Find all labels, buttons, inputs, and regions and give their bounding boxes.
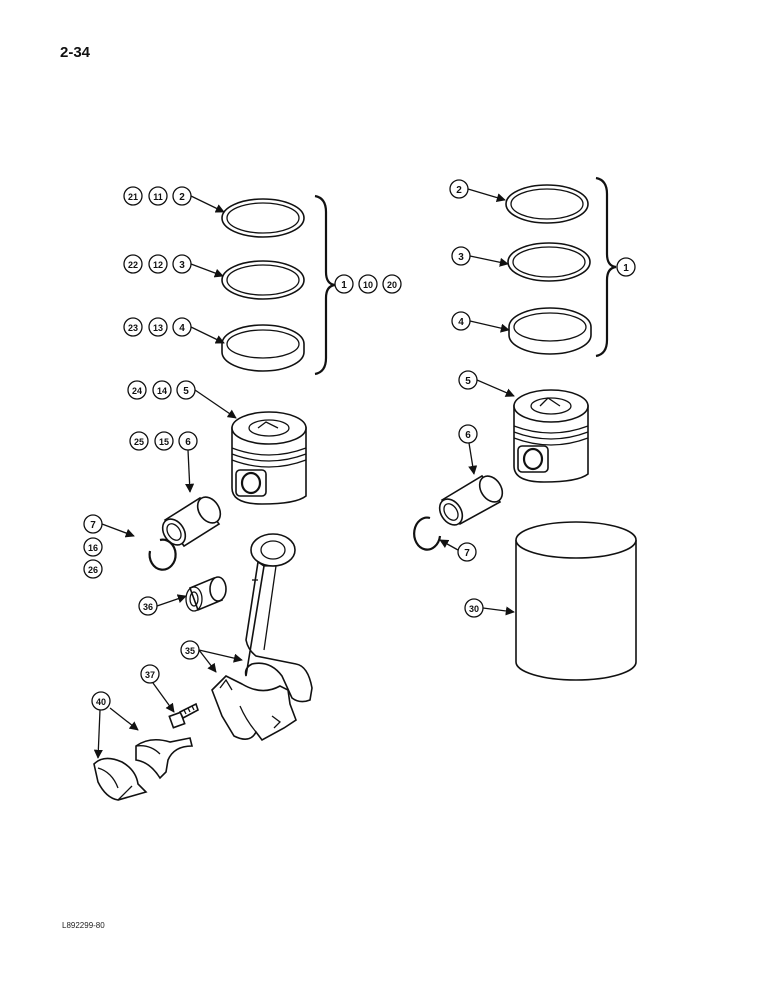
callout-number: 6 xyxy=(185,437,191,448)
callout-left-retainer: 7 16 26 xyxy=(83,514,103,579)
callout-number: 22 xyxy=(128,260,138,270)
callout-left-ring-set: 1 10 20 xyxy=(334,274,402,294)
callout-right-sleeve: 30 xyxy=(464,598,484,618)
callout-number: 12 xyxy=(153,260,163,270)
callout-number: 3 xyxy=(179,260,185,271)
callout-number: 10 xyxy=(363,280,373,290)
callout-number: 20 xyxy=(387,280,397,290)
callout-number: 14 xyxy=(157,386,167,396)
callout-number: 7 xyxy=(90,520,96,531)
callout-left-rod: 35 xyxy=(180,640,200,660)
callout-number: 36 xyxy=(143,602,153,612)
left-piston-pin-part xyxy=(161,496,222,548)
callout-number: 4 xyxy=(458,317,464,328)
left-ring-bottom-part xyxy=(221,324,305,372)
left-rod-bolt-part xyxy=(168,702,199,729)
callout-number: 13 xyxy=(153,323,163,333)
callout-number: 5 xyxy=(465,376,471,387)
callout-left-ring-mid: 22 12 3 xyxy=(123,254,192,274)
left-ring-middle-part xyxy=(221,260,305,300)
callout-number: 30 xyxy=(469,604,479,614)
callout-right-ring-set: 1 xyxy=(616,257,636,277)
callout-number: 1 xyxy=(341,280,347,291)
callout-left-bushing: 36 xyxy=(138,596,158,616)
left-piston-part xyxy=(231,411,307,505)
callout-number: 24 xyxy=(132,386,142,396)
left-retainer-part xyxy=(148,538,177,571)
callout-number: 2 xyxy=(456,185,462,196)
callout-number: 1 xyxy=(623,263,629,274)
callout-right-piston: 5 xyxy=(458,370,478,390)
left-connecting-rod-part xyxy=(244,533,313,703)
callout-right-retainer: 7 xyxy=(457,542,477,562)
callout-number: 35 xyxy=(185,646,195,656)
left-bushing-part xyxy=(185,576,227,612)
right-ring-bottom-part xyxy=(508,307,592,355)
left-ring-set-bracket xyxy=(314,194,336,376)
left-leader-lines xyxy=(93,195,243,759)
callout-number: 3 xyxy=(458,252,464,263)
callout-right-pin: 6 xyxy=(458,424,478,444)
right-cylinder-sleeve-part xyxy=(515,521,637,681)
callout-number: 40 xyxy=(96,697,106,707)
callout-left-pin: 25 15 6 xyxy=(129,431,198,451)
callout-left-bolt: 37 xyxy=(140,664,160,684)
right-leader-lines xyxy=(439,188,515,616)
callout-left-piston: 24 14 5 xyxy=(127,380,196,400)
page-number: 2-34 xyxy=(60,44,91,61)
callout-number: 15 xyxy=(159,437,169,447)
left-bearing-shell-lower-part xyxy=(93,757,148,801)
callout-right-ring-mid: 3 xyxy=(451,246,471,266)
left-bearing-shell-upper-part xyxy=(135,737,194,780)
callout-number: 23 xyxy=(128,323,138,333)
left-ring-top-part xyxy=(221,198,305,238)
callout-right-ring-bottom: 4 xyxy=(451,311,471,331)
right-retainer-part xyxy=(413,516,442,551)
callout-left-bearing: 40 xyxy=(91,691,111,711)
callout-number: 11 xyxy=(153,192,163,202)
callout-number: 7 xyxy=(464,548,470,559)
right-ring-top-part xyxy=(505,184,589,224)
callout-number: 4 xyxy=(179,323,185,334)
right-ring-set-bracket xyxy=(595,176,617,358)
callout-right-ring-top: 2 xyxy=(449,179,469,199)
callout-number: 16 xyxy=(88,543,98,553)
callout-number: 21 xyxy=(128,192,138,202)
right-piston-part xyxy=(513,389,589,483)
callout-left-ring-bottom: 23 13 4 xyxy=(123,317,192,337)
left-rod-cap-part xyxy=(211,675,297,742)
callout-left-ring-top: 21 11 2 xyxy=(123,186,192,206)
right-piston-pin-part xyxy=(438,474,504,526)
right-ring-middle-part xyxy=(507,242,591,282)
callout-number: 5 xyxy=(183,386,189,397)
callout-number: 25 xyxy=(134,437,144,447)
drawing-id: L892299-80 xyxy=(62,921,105,930)
callout-number: 2 xyxy=(179,192,185,203)
callout-number: 26 xyxy=(88,565,98,575)
callout-number: 6 xyxy=(465,430,471,441)
callout-number: 37 xyxy=(145,670,155,680)
